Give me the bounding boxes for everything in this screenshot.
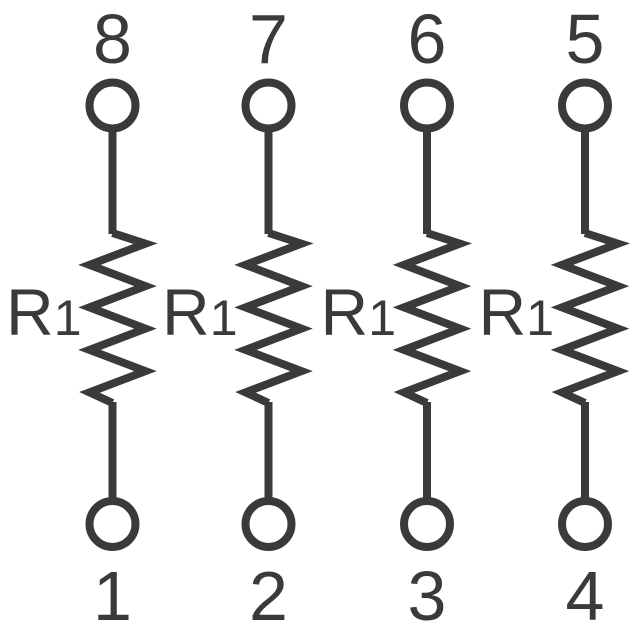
pin-bottom-label: 2 (249, 557, 288, 635)
pin-bottom-label: 4 (566, 557, 605, 635)
pin-top-terminal-circle (241, 78, 296, 133)
pin-top-label: 6 (408, 0, 447, 78)
pin-bottom-terminal-circle (241, 497, 296, 551)
resistor-ref-subscript: 1 (368, 290, 396, 346)
resistor-zigzag (78, 229, 158, 407)
resistor-ref-label: R1 (162, 275, 237, 349)
resistor-ref-label: R1 (6, 275, 81, 349)
resistor-ref-letter: R (479, 275, 527, 349)
pin-bottom-terminal-circle (85, 497, 140, 551)
resistor-ref-label: R1 (479, 275, 554, 349)
pin-top-label: 5 (566, 0, 605, 78)
pin-bottom-terminal-circle (558, 497, 612, 551)
pin-top-label: 7 (249, 0, 288, 78)
pin-top-terminal-circle (558, 78, 612, 133)
resistor-ref-label: R1 (321, 275, 396, 349)
resistor-ref-letter: R (6, 275, 54, 349)
resistor-ref-letter: R (162, 275, 210, 349)
resistor-ref-subscript: 1 (526, 290, 554, 346)
pin-bottom-terminal-circle (400, 497, 454, 551)
pin-top-terminal-circle (400, 78, 454, 133)
resistor-unit-2: 7R1 2 (162, 0, 314, 635)
resistor-zigzag (392, 229, 473, 407)
resistor-unit-3: 6R1 3 (321, 0, 473, 635)
resistor-ref-subscript: 1 (54, 290, 82, 346)
pin-top-terminal-circle (85, 78, 140, 133)
resistor-ref-subscript: 1 (210, 290, 238, 346)
pin-top-label: 8 (93, 0, 132, 78)
resistor-zigzag (550, 229, 631, 407)
resistor-zigzag (234, 229, 314, 407)
resistor-unit-4: 5R1 4 (479, 0, 631, 635)
pin-bottom-label: 1 (93, 557, 132, 635)
resistor-ref-letter: R (321, 275, 369, 349)
pin-bottom-label: 3 (408, 557, 447, 635)
